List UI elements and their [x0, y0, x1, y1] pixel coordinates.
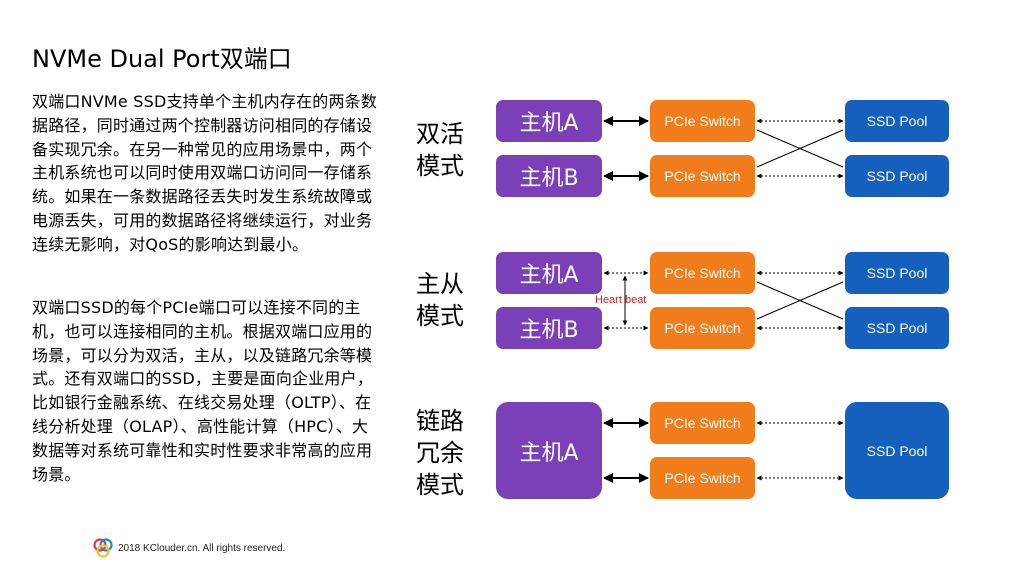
connector-cross-2	[756, 281, 844, 320]
page-title: NVMe Dual Port双端口	[32, 45, 292, 73]
mode3-switch-2: PCIe Switch	[650, 457, 755, 499]
mode1-label: 双活 模式	[416, 118, 464, 182]
mode3-label-line1: 链路	[416, 407, 464, 435]
mode2-label: 主从 模式	[416, 268, 464, 332]
heartbeat-label: Heart beat	[595, 294, 647, 306]
mode1-switch-1: PCIe Switch	[650, 100, 755, 142]
mode2-host-b: 主机B	[496, 307, 602, 349]
mode3-label-line3: 模式	[416, 471, 464, 499]
kclouder-logo-icon	[93, 538, 113, 558]
description-paragraph-2: 双端口SSD的每个PCIe端口可以连接不同的主机，也可以连接相同的主机。根据双端…	[32, 298, 374, 484]
mode1-host-a: 主机A	[496, 100, 602, 142]
mode2-label-line2: 模式	[416, 302, 464, 330]
mode3-label: 链路 冗余 模式	[416, 405, 464, 501]
copyright-text: 2018 KClouder.cn. All rights reserved.	[118, 542, 286, 554]
mode3-ssd-pool: SSD Pool	[845, 402, 949, 499]
mode2-ssd-pool-2: SSD Pool	[845, 307, 949, 349]
mode1-ssd-pool-2: SSD Pool	[845, 155, 949, 197]
mode2-connectors	[603, 270, 844, 331]
mode1-label-line1: 双活	[416, 120, 464, 148]
mode3-switch-1: PCIe Switch	[650, 402, 755, 444]
description-paragraph-1: 双端口NVMe SSD支持单个主机内存在的两条数据路径，同时通过两个控制器访问相…	[32, 92, 378, 254]
mode3-connectors	[603, 418, 844, 483]
mode2-host-a: 主机A	[496, 252, 602, 294]
connector-cross-2	[756, 129, 844, 168]
mode2-ssd-pool-1: SSD Pool	[845, 252, 949, 294]
mode1-label-line2: 模式	[416, 152, 464, 180]
mode1-switch-2: PCIe Switch	[650, 155, 755, 197]
footer: 2018 KClouder.cn. All rights reserved.	[92, 537, 285, 559]
mode2-switch-1: PCIe Switch	[650, 252, 755, 294]
mode3-host-a: 主机A	[496, 402, 602, 499]
mode1-host-b: 主机B	[496, 155, 602, 197]
mode2-switch-2: PCIe Switch	[650, 307, 755, 349]
mode1-connectors	[603, 116, 844, 181]
mode2-label-line1: 主从	[416, 270, 464, 298]
mode3-label-line2: 冗余	[416, 439, 464, 467]
mode1-ssd-pool-1: SSD Pool	[845, 100, 949, 142]
